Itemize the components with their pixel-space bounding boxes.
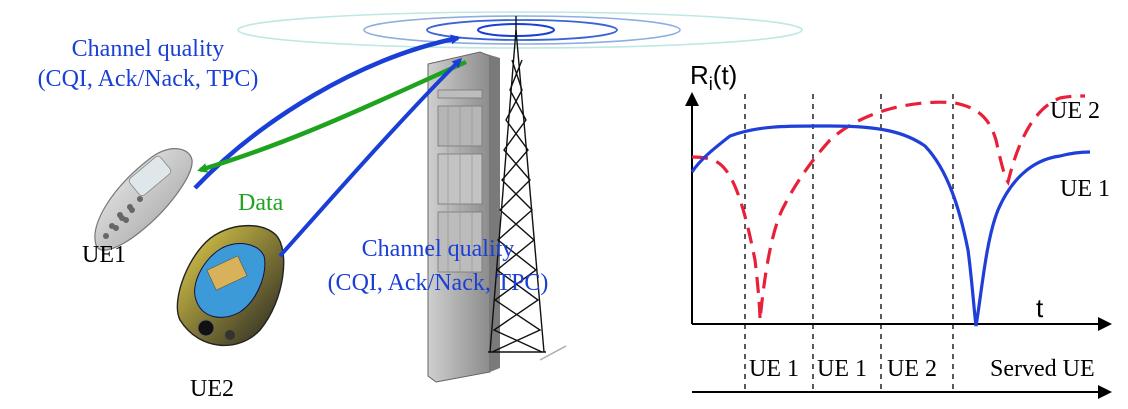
curve-ue2 — [691, 94, 1086, 321]
phone-ue1-icon — [94, 148, 193, 251]
wave-inner — [426, 19, 618, 41]
slot-label-3: UE 2 — [887, 356, 937, 382]
data-arrow — [197, 59, 467, 173]
wave-outer — [237, 11, 803, 49]
channel-quality-bottom-line2: (CQI, Ack/Nack, TPC) — [328, 270, 549, 296]
served-ue-label: Served UE — [990, 356, 1095, 382]
base-station-cabinet — [427, 51, 500, 383]
slot-label-1: UE 1 — [749, 356, 799, 382]
y-axis-label-main: R — [690, 60, 709, 90]
channel-quality-top-line1: Channel quality — [72, 36, 225, 62]
phone-ue2-icon — [176, 224, 285, 347]
y-axis-label: Ri(t) — [690, 60, 737, 94]
wave-middle — [363, 15, 681, 45]
y-axis-label-sub: i — [709, 74, 713, 94]
slot-label-2: UE 1 — [817, 356, 867, 382]
antenna-tower — [488, 16, 567, 361]
curve-ue1 — [690, 124, 1091, 327]
series-label-ue1: UE 1 — [1060, 176, 1110, 202]
graph: Ri(t) t UE 2 UE 1 UE 1 UE 1 UE 2 Served … — [685, 60, 1112, 399]
series-label-ue2: UE 2 — [1050, 98, 1100, 124]
channel-quality-top-line2: (CQI, Ack/Nack, TPC) — [38, 66, 259, 92]
x-axis-label: t — [1036, 293, 1044, 323]
ue2-label: UE2 — [190, 376, 234, 402]
y-axis-label-tail: (t) — [713, 60, 738, 90]
data-label: Data — [238, 190, 284, 216]
channel-quality-bottom-line1: Channel quality — [362, 236, 515, 262]
uplink-arrow-ue2 — [278, 57, 463, 258]
uplink-arrow-ue1 — [193, 34, 461, 190]
radio-waves — [237, 11, 803, 49]
ue1-label: UE1 — [82, 242, 126, 268]
